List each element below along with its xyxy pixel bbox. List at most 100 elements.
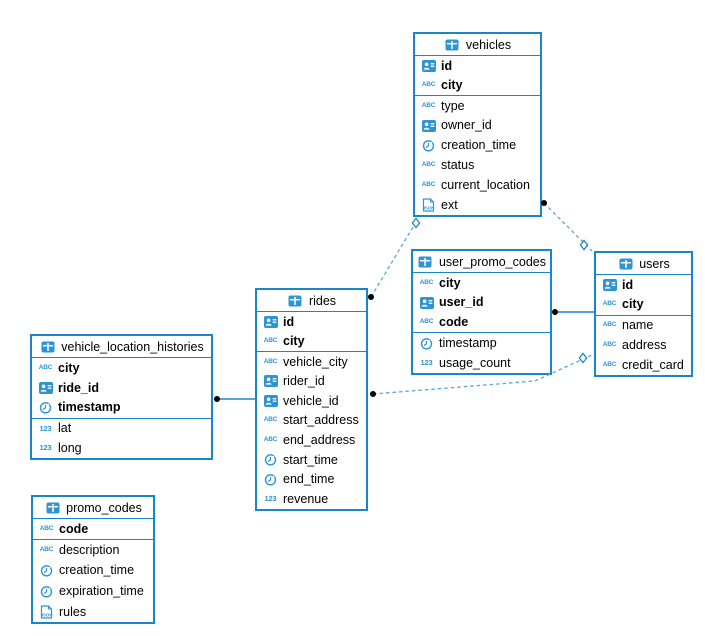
table-header-vehicles[interactable]: vehicles [415, 34, 540, 56]
column-vehicles-owner_id[interactable]: owner_id [415, 116, 540, 136]
svg-text:JSON: JSON [41, 612, 53, 617]
column-name: start_address [283, 413, 359, 428]
id-card-icon [262, 315, 279, 328]
table-header-promo_codes[interactable]: promo_codes [33, 497, 153, 519]
column-name: name [622, 318, 654, 333]
column-vehicle_location_histories-timestamp[interactable]: timestamp [32, 398, 211, 418]
column-promo_codes-creation_time[interactable]: creation_time [33, 560, 153, 581]
table-name: vehicle_location_histories [61, 339, 204, 354]
column-name: user_id [439, 295, 484, 310]
id-card-icon [420, 59, 437, 72]
column-users-city[interactable]: ABC city [596, 295, 691, 315]
abc-text-icon: ABC [263, 357, 278, 365]
column-name: ext [441, 197, 458, 212]
column-rides-end_time[interactable]: end_time [257, 470, 366, 490]
abc-text-icon: ABC [39, 545, 54, 553]
column-name: end_address [283, 433, 356, 448]
column-rides-start_time[interactable]: start_time [257, 450, 366, 470]
column-user_promo_codes-city[interactable]: ABC city [413, 273, 550, 293]
table-name: user_promo_codes [438, 254, 546, 269]
column-name: long [58, 440, 82, 455]
abc-text-icon: ABC [38, 363, 53, 371]
column-name: creation_time [59, 563, 135, 578]
column-users-address[interactable]: ABC address [596, 335, 691, 355]
id-card-icon [262, 375, 279, 388]
column-vehicle_location_histories-long[interactable]: 123 long [32, 438, 211, 458]
table-header-users[interactable]: users [596, 253, 691, 275]
column-name: city [439, 275, 461, 290]
abc-text-icon: ABC [419, 278, 434, 286]
column-vehicles-creation_time[interactable]: creation_time [415, 136, 540, 156]
table-header-vehicle_location_histories[interactable]: vehicle_location_histories [32, 336, 211, 358]
table-header-user_promo_codes[interactable]: user_promo_codes [413, 251, 550, 273]
column-users-id[interactable]: id [596, 275, 691, 295]
clock-icon [418, 337, 435, 350]
column-rides-rider_id[interactable]: rider_id [257, 372, 366, 392]
svg-text:JSON: JSON [423, 206, 435, 211]
column-name: address [622, 338, 667, 353]
clock-icon [262, 453, 279, 466]
number-123-icon: 123 [264, 494, 277, 504]
column-promo_codes-expiration_time[interactable]: expiration_time [33, 581, 153, 602]
json-document-icon: JSON [420, 198, 437, 212]
column-name: type [441, 98, 465, 113]
column-name: timestamp [58, 400, 121, 415]
column-user_promo_codes-timestamp[interactable]: timestamp [413, 333, 550, 353]
abc-text-icon: ABC [602, 321, 617, 329]
column-users-credit_card[interactable]: ABC credit_card [596, 355, 691, 375]
column-user_promo_codes-user_id[interactable]: user_id [413, 293, 550, 313]
column-vehicle_location_histories-ride_id[interactable]: ride_id [32, 378, 211, 398]
clock-icon [37, 401, 54, 414]
column-name: owner_id [441, 118, 492, 133]
column-rides-vehicle_id[interactable]: vehicle_id [257, 391, 366, 411]
abc-text-icon: ABC [421, 180, 436, 188]
clock-icon [38, 564, 55, 577]
table-name: promo_codes [66, 500, 142, 515]
abc-text-icon: ABC [602, 341, 617, 349]
column-name: code [59, 521, 89, 536]
column-name: id [441, 58, 453, 73]
column-name: credit_card [622, 357, 684, 372]
column-name: start_time [283, 452, 338, 467]
abc-text-icon: ABC [602, 300, 617, 308]
table-grid-icon [444, 39, 461, 51]
number-123-icon: 123 [420, 358, 433, 368]
column-users-name[interactable]: ABC name [596, 316, 691, 336]
column-vehicles-id[interactable]: id [415, 56, 540, 76]
clock-icon [420, 139, 437, 152]
column-vehicles-ext[interactable]: JSON ext [415, 195, 540, 215]
number-123-icon: 123 [39, 443, 52, 453]
table-header-rides[interactable]: rides [257, 290, 366, 312]
abc-text-icon: ABC [602, 360, 617, 368]
id-card-icon [601, 278, 618, 291]
column-name: city [622, 297, 644, 312]
column-rides-id[interactable]: id [257, 312, 366, 332]
